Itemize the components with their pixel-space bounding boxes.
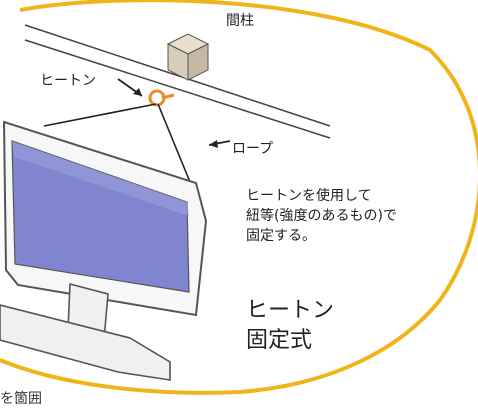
monitor [2, 120, 208, 317]
title-line: 固定式 [246, 328, 313, 353]
description-line: 固定する。 [246, 228, 316, 244]
label-pillar: 間柱 [226, 13, 254, 29]
method-title: ヒートン 固定式 [246, 296, 334, 356]
arrows [117, 78, 231, 146]
label-rope: ロープ [232, 141, 274, 157]
description-line: 紐等(強度のあるもの)で [246, 208, 397, 224]
ellipse-frame [0, 0, 478, 395]
eyebolt [148, 89, 175, 107]
arrow-heads [133, 88, 218, 148]
label-eyebolt: ヒートン [40, 73, 96, 89]
description-text: ヒートンを使用して 紐等(強度のあるもの)で 固定する。 [246, 186, 397, 246]
pillar-block [166, 33, 210, 81]
monitor-stand [0, 282, 171, 381]
wall-beams [24, 24, 331, 139]
title-line: ヒートン [246, 298, 335, 323]
description-line: ヒートンを使用して [246, 188, 372, 204]
footer-partial-text: を箇囲 [0, 391, 42, 407]
ropes [43, 103, 191, 183]
